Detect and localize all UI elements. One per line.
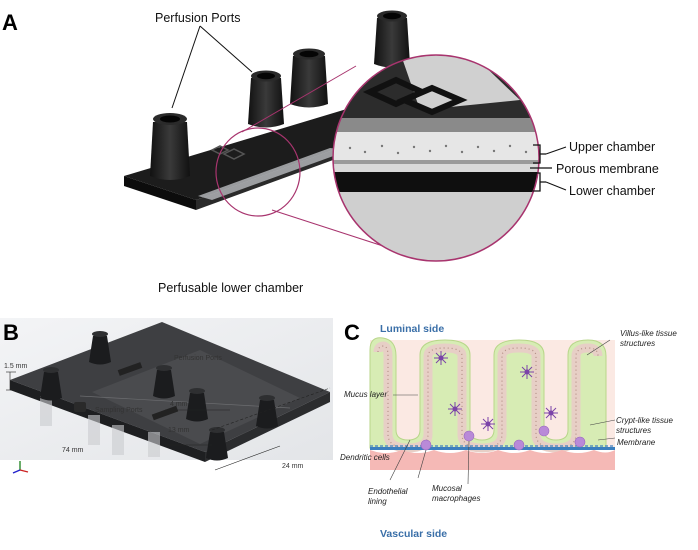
- panel-c-letter: C: [344, 320, 360, 345]
- zoom-source-circle: [215, 127, 301, 217]
- perfusion-ports-label: Perfusion Ports: [155, 11, 240, 25]
- mucosal-macrophages-label-l2: macrophages: [432, 494, 480, 503]
- cad-perfusion-port: [40, 367, 62, 401]
- perfusable-lower-chamber-label: Perfusable lower chamber: [158, 281, 303, 295]
- vascular-side-label: Vascular side: [380, 528, 447, 540]
- mucosal-macrophages-label-l1: Mucosal: [432, 484, 462, 493]
- dim-1-5mm: 1.5 mm: [4, 363, 28, 370]
- panel-c: C Luminal side Vascular side: [340, 320, 677, 540]
- cad-perfusion-ports-label: Perfusion Ports: [174, 355, 222, 362]
- crypt-structures-label-l2: structures: [616, 426, 651, 435]
- perfusion-port: [150, 113, 190, 180]
- membrane-label: Membrane: [617, 438, 656, 447]
- panel-b: B 1.5 mm 74 mm: [0, 318, 333, 474]
- zoom-inset: [332, 54, 540, 262]
- lower-chamber-label: Lower chamber: [569, 184, 655, 198]
- panel-b-letter: B: [3, 320, 19, 345]
- villus-structures-label-l2: structures: [620, 339, 655, 348]
- luminal-side-label: Luminal side: [380, 323, 444, 335]
- dendritic-cell-icon: [434, 351, 558, 431]
- porous-membrane-label: Porous membrane: [556, 162, 659, 176]
- intestine-schematic: [369, 337, 615, 470]
- cad-perfusion-port: [153, 365, 175, 399]
- perfusion-port: [248, 70, 284, 128]
- chip-logo-icon: [210, 145, 230, 155]
- cad-perfusion-port: [256, 395, 278, 429]
- membrane-layer: [370, 447, 615, 450]
- cad-perfusion-port: [206, 427, 228, 461]
- cad-sampling-ports-label: Sampling Ports: [95, 407, 143, 414]
- panel-a-letter: A: [2, 10, 18, 35]
- panel-a: A Perfusion Ports: [2, 10, 659, 295]
- villus-structures-label-l1: Villus-like tissue: [620, 329, 677, 338]
- endothelial-lining-label-l1: Endothelial: [368, 487, 408, 496]
- perfusion-port: [290, 48, 328, 108]
- dendritic-cells-label: Dendritic cells: [340, 453, 390, 462]
- crypt-structures-label-l1: Crypt-like tissue: [616, 416, 673, 425]
- axis-triad-icon: [12, 461, 29, 474]
- mucus-layer-label: Mucus layer: [344, 390, 387, 399]
- cad-perfusion-port: [89, 331, 111, 365]
- dim-4mm: 4 mm: [170, 401, 188, 408]
- dim-13mm: 13 mm: [168, 427, 190, 434]
- dim-24mm: 24 mm: [282, 463, 304, 470]
- endothelial-layer: [370, 450, 615, 470]
- cad-perfusion-port: [186, 388, 208, 422]
- perfusion-port: [374, 10, 410, 68]
- dim-74mm: 74 mm: [62, 447, 84, 454]
- endothelial-lining-label-l2: lining: [368, 497, 387, 506]
- upper-chamber-label: Upper chamber: [569, 140, 655, 154]
